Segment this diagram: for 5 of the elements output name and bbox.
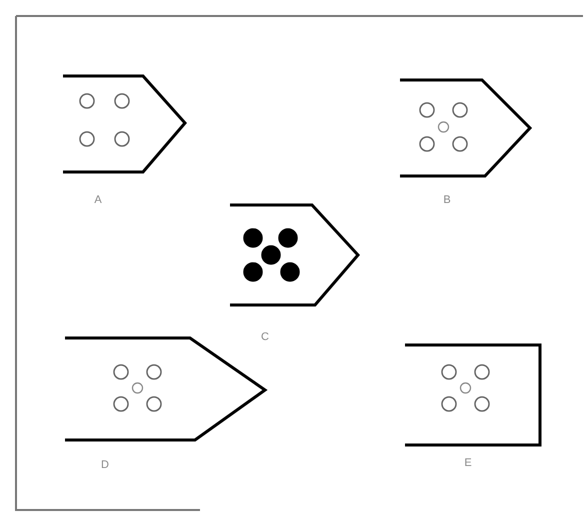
figure-label: D: [101, 459, 109, 471]
figure-label: A: [94, 194, 102, 206]
figure-label: E: [464, 457, 472, 469]
figure-label: C: [261, 331, 269, 343]
figure-label: B: [443, 194, 451, 206]
